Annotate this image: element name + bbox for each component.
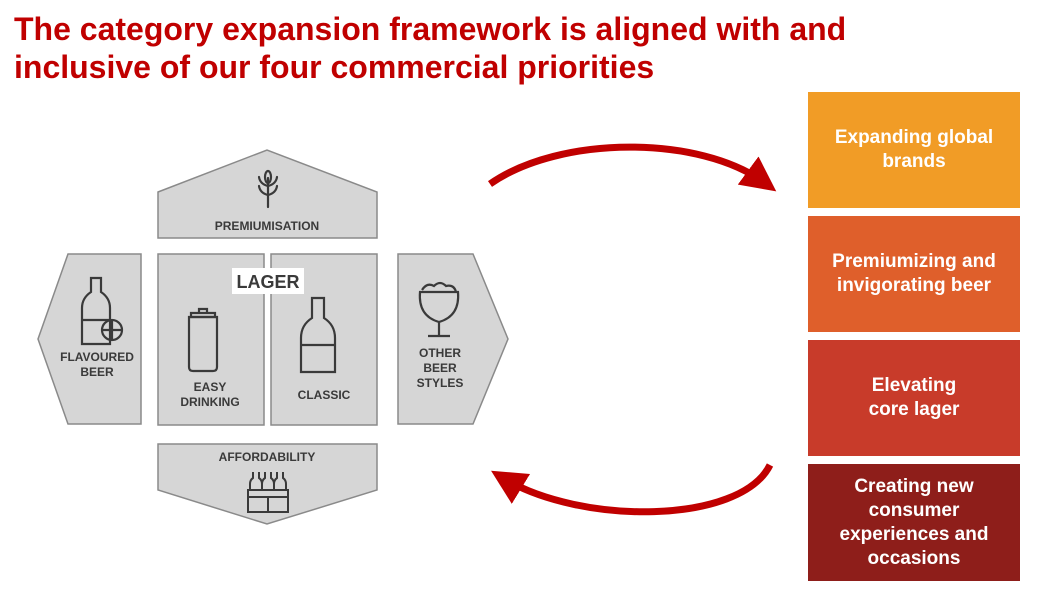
easy-drinking-label-1: EASY: [194, 380, 227, 394]
other-beer-styles-label-2: BEER: [423, 361, 457, 375]
bottle-lemon-icon: [80, 276, 124, 346]
other-beer-styles-label-3: STYLES: [417, 376, 464, 390]
lager-label: LAGER: [237, 272, 300, 292]
priority-box-expanding-global-brands: Expanding global brands: [808, 92, 1020, 208]
priority-label-3: Elevating core lager: [868, 375, 960, 420]
classic-label: CLASSIC: [298, 388, 351, 402]
priority-label-4: Creating new consumer experiences and oc…: [839, 475, 989, 569]
title-line-1: The category expansion framework is alig…: [14, 11, 847, 47]
top-curved-arrow: [487, 143, 777, 192]
flavoured-beer-segment: FLAVOURED BEER: [37, 253, 142, 425]
can-icon: [187, 307, 219, 373]
title-line-2: inclusive of our four commercial priorit…: [14, 49, 655, 85]
easy-drinking-label-2: DRINKING: [180, 395, 239, 409]
six-pack-icon: [247, 472, 289, 513]
premiumisation-segment: PREMIUMISATION: [157, 149, 378, 239]
goblet-glass-icon: [418, 281, 460, 338]
bottle-icon: [299, 296, 337, 374]
priority-box-elevating-core-lager: Elevating core lager: [808, 340, 1020, 456]
priority-label-1: Expanding global brands: [834, 127, 994, 172]
wheat-icon: [257, 169, 279, 209]
bottom-curved-arrow: [491, 463, 774, 516]
priority-label-2: Premiumizing and invigorating beer: [832, 251, 996, 296]
flavoured-beer-label-2: BEER: [80, 365, 114, 379]
affordability-segment: AFFORDABILITY: [157, 443, 378, 525]
other-beer-styles-label-1: OTHER: [419, 346, 461, 360]
premiumisation-label: PREMIUMISATION: [215, 219, 319, 233]
affordability-label: AFFORDABILITY: [219, 450, 316, 464]
other-beer-styles-segment: OTHER BEER STYLES: [397, 253, 509, 425]
priority-box-new-consumer-experiences: Creating new consumer experiences and oc…: [808, 464, 1020, 581]
lager-label-box: LAGER: [232, 268, 304, 294]
flavoured-beer-label-1: FLAVOURED: [60, 350, 134, 364]
page-title: The category expansion framework is alig…: [14, 10, 1014, 86]
priority-box-premiumizing-beer: Premiumizing and invigorating beer: [808, 216, 1020, 332]
